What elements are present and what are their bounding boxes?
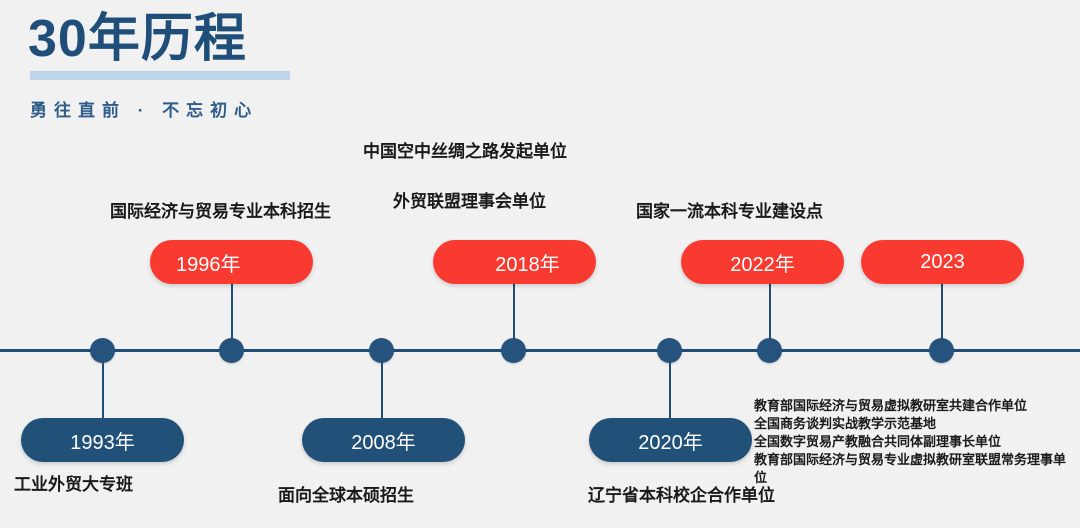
badge-2020[interactable]: 2020年 [589, 418, 752, 462]
note-2023-line-2: 全国商务谈判实战教学示范基地 [754, 416, 937, 431]
badge-1996-label: 1996年 [176, 253, 241, 276]
badge-2008[interactable]: 2008年 [302, 418, 465, 462]
stem-2020 [669, 362, 671, 420]
stem-1993 [102, 362, 104, 420]
heading-trade-alliance: 外贸联盟理事会单位 [393, 192, 546, 211]
badge-2018[interactable]: 2018年 [433, 240, 596, 284]
stem-2008 [381, 362, 383, 420]
badge-2023-label: 2023 [920, 250, 965, 273]
timeline-dot-2020[interactable] [657, 338, 682, 363]
badge-1993[interactable]: 1993年 [21, 418, 184, 462]
caption-2008: 面向全球本硕招生 [278, 486, 414, 505]
note-2023-line-1: 教育部国际经济与贸易虚拟教研室共建合作单位 [754, 398, 1028, 413]
stem-2023 [941, 282, 943, 340]
timeline-dot-2023[interactable] [929, 338, 954, 363]
caption-2020: 辽宁省本科校企合作单位 [588, 486, 775, 505]
note-2023-line-4: 教育部国际经济与贸易专业虚拟教研室联盟常务理事单位 [754, 452, 1067, 485]
stem-1996 [231, 282, 233, 340]
note-2023-line-3: 全国数字贸易产教融合共同体副理事长单位 [754, 434, 1002, 449]
header-block: 30年历程 勇往直前 · 不忘初心 [28, 8, 358, 120]
timeline-dot-2022[interactable] [757, 338, 782, 363]
title-underline-bar [30, 71, 290, 80]
caption-1993: 工业外贸大专班 [14, 475, 133, 494]
badge-2023[interactable]: 2023 [861, 240, 1024, 284]
stem-2018 [513, 282, 515, 340]
badge-2022-label: 2022年 [730, 253, 795, 276]
timeline-dot-1993[interactable] [90, 338, 115, 363]
badge-1996[interactable]: 1996年 [150, 240, 313, 284]
badge-2022[interactable]: 2022年 [681, 240, 844, 284]
badge-2018-label: 2018年 [495, 253, 560, 276]
timeline-dot-2018[interactable] [501, 338, 526, 363]
badge-1993-label: 1993年 [70, 431, 135, 454]
timeline-dot-1996[interactable] [219, 338, 244, 363]
notes-2023: 教育部国际经济与贸易虚拟教研室共建合作单位 全国商务谈判实战教学示范基地 全国数… [754, 397, 1074, 487]
heading-undergrad-admission: 国际经济与贸易专业本科招生 [110, 202, 331, 221]
page-title: 30年历程 [28, 10, 247, 68]
badge-2020-label: 2020年 [638, 431, 703, 454]
timeline-axis [0, 349, 1080, 352]
heading-air-silk-road: 中国空中丝绸之路发起单位 [363, 142, 567, 161]
heading-first-class-major: 国家一流本科专业建设点 [636, 202, 823, 221]
stem-2022 [769, 282, 771, 340]
page-subtitle: 勇往直前 · 不忘初心 [30, 101, 259, 120]
badge-2008-label: 2008年 [351, 431, 416, 454]
timeline-dot-2008[interactable] [369, 338, 394, 363]
